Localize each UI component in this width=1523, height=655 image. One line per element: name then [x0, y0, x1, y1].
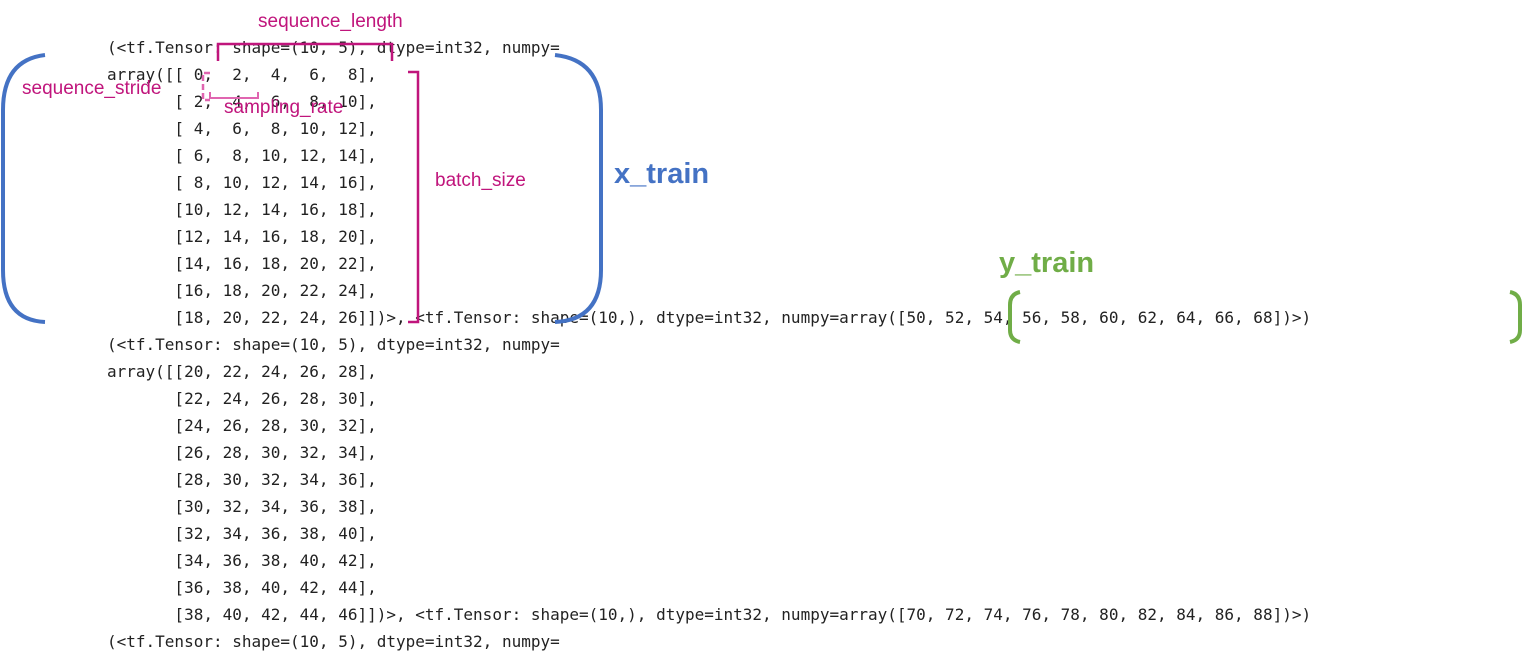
sequence-length-label: sequence_length — [258, 11, 403, 32]
code-line: [28, 30, 32, 34, 36], — [107, 470, 377, 489]
code-line: [38, 40, 42, 44, 46]])>, <tf.Tensor: sha… — [107, 605, 1312, 624]
y-train-left-bracket — [1008, 290, 1021, 344]
sequence-stride-label: sequence_stride — [22, 78, 162, 99]
code-line: [30, 32, 34, 36, 38], — [107, 497, 377, 516]
code-line: [ 6, 8, 10, 12, 14], — [107, 146, 377, 165]
sequence-length-bracket — [216, 42, 394, 61]
x-train-left-bracket — [1, 53, 46, 324]
y-train-label: y_train — [999, 247, 1095, 279]
code-line: [32, 34, 36, 38, 40], — [107, 524, 377, 543]
sampling-rate-label: sampling_rate — [224, 97, 344, 118]
batch-size-label: batch_size — [435, 170, 526, 191]
code-line: [36, 38, 40, 42, 44], — [107, 578, 377, 597]
code-line: array([[ 0, 2, 4, 6, 8], — [107, 65, 377, 84]
x-train-label: x_train — [614, 158, 710, 190]
code-line: [24, 26, 28, 30, 32], — [107, 416, 377, 435]
batch-size-bracket — [408, 70, 420, 324]
code-line: [ 8, 10, 12, 14, 16], — [107, 173, 377, 192]
code-line: [ 2, 4, 6, 8, 10], — [107, 92, 377, 111]
sequence-stride-bracket — [201, 71, 210, 102]
code-line: [10, 12, 14, 16, 18], — [107, 200, 377, 219]
y-train-right-bracket — [1509, 290, 1522, 344]
code-line: [ 4, 6, 8, 10, 12], — [107, 119, 377, 138]
code-line: (<tf.Tensor: shape=(10, 5), dtype=int32,… — [107, 335, 560, 354]
code-line: [34, 36, 38, 40, 42], — [107, 551, 377, 570]
x-train-right-bracket — [554, 53, 603, 324]
code-line: (<tf.Tensor: shape=(10, 5), dtype=int32,… — [107, 632, 560, 651]
code-output: (<tf.Tensor: shape=(10, 5), dtype=int32,… — [107, 34, 1311, 655]
code-line: [18, 20, 22, 24, 26]])>, <tf.Tensor: sha… — [107, 308, 1312, 327]
code-line: array([[20, 22, 24, 26, 28], — [107, 362, 377, 381]
code-line: [22, 24, 26, 28, 30], — [107, 389, 377, 408]
code-line: [16, 18, 20, 22, 24], — [107, 281, 377, 300]
code-line: [12, 14, 16, 18, 20], — [107, 227, 377, 246]
sampling-rate-bracket — [209, 92, 259, 99]
code-line: [14, 16, 18, 20, 22], — [107, 254, 377, 273]
code-line: [26, 28, 30, 32, 34], — [107, 443, 377, 462]
